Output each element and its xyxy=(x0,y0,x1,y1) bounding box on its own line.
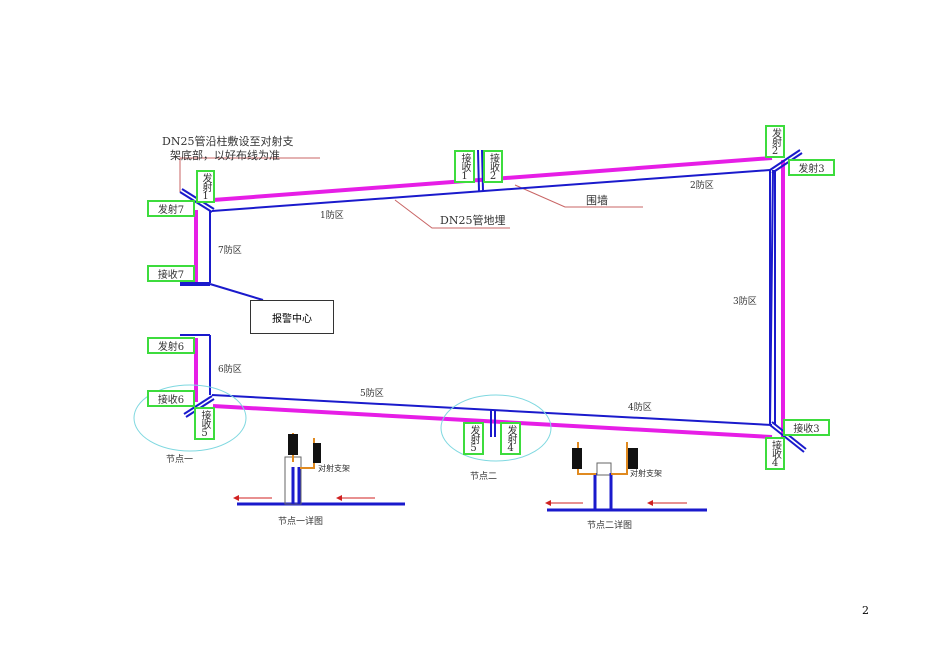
annotation-column-1: DN25管沿柱敷设至对射支 xyxy=(162,134,293,148)
node2-circle xyxy=(440,394,552,462)
label-tx1: 发射1 xyxy=(196,170,215,203)
node2-label: 节点二 xyxy=(470,471,497,482)
node1-detail: 对射支架 节点一详图 xyxy=(233,433,405,527)
page-number: 2 xyxy=(862,604,869,617)
node2-detail-caption: 节点二详图 xyxy=(587,519,632,531)
zone-1: 1防区 xyxy=(320,209,344,221)
bracket-label-1: 对射支架 xyxy=(318,463,350,473)
leader-line-column xyxy=(179,157,320,192)
label-tx2: 发射2 xyxy=(765,125,785,158)
label-rx7: 接收7 xyxy=(147,265,195,282)
node1-label: 节点一 xyxy=(166,454,193,465)
node1-detail-caption: 节点一详图 xyxy=(278,515,323,527)
label-rx2: 接收2 xyxy=(483,150,503,183)
label-tx3: 发射3 xyxy=(788,159,835,176)
annotation-wall: 围墙 xyxy=(586,193,608,207)
annotation-column-2: 架底部，以好布线为准 xyxy=(170,148,280,162)
detector-icon xyxy=(288,434,298,455)
label-tx4: 发射4 xyxy=(500,422,521,455)
label-rx3: 接收3 xyxy=(783,419,830,436)
label-rx1: 接收1 xyxy=(454,150,475,183)
pipe-lines xyxy=(179,149,807,453)
zone-5: 5防区 xyxy=(360,387,384,399)
node1-circle xyxy=(133,384,247,452)
zone-4: 4防区 xyxy=(628,401,652,413)
label-tx6: 发射6 xyxy=(147,337,195,354)
node2-detail: 对射支架 节点二详图 xyxy=(545,442,707,531)
label-rx4: 接收4 xyxy=(765,437,785,470)
leader-line-wall xyxy=(514,184,643,208)
detector-icon xyxy=(572,448,582,469)
detector-icon xyxy=(313,443,321,463)
zone-3: 3防区 xyxy=(733,295,757,307)
leader-line-buried xyxy=(394,199,510,229)
alarm-center: 报警中心 xyxy=(250,300,334,334)
zone-2: 2防区 xyxy=(690,179,714,191)
zone-7: 7防区 xyxy=(218,244,242,256)
zone-6: 6防区 xyxy=(218,363,242,375)
detector-icon xyxy=(628,448,638,469)
label-tx5: 发射5 xyxy=(463,422,484,455)
annotation-buried: DN25管地埋 xyxy=(440,213,505,227)
label-rx6: 接收6 xyxy=(147,390,195,407)
label-rx5: 接收5 xyxy=(194,407,215,440)
bracket-label-2: 对射支架 xyxy=(630,468,662,478)
label-tx7: 发射7 xyxy=(147,200,195,217)
